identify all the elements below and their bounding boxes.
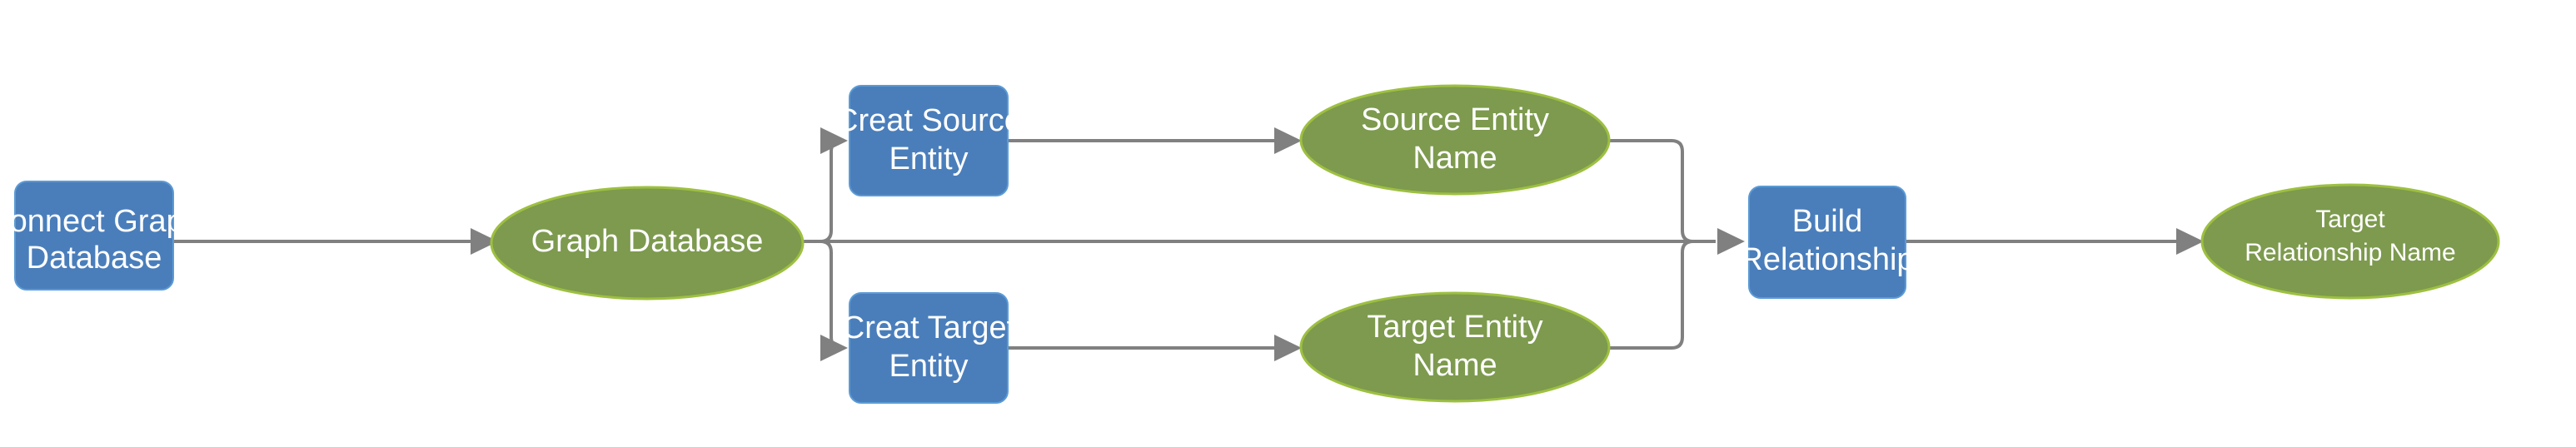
node-label-creat-source-entity-line1: Creat Source xyxy=(835,103,1022,138)
node-source-entity-name[interactable]: Source Entity Name xyxy=(1299,84,1611,196)
node-label-creat-source-entity-line2: Entity xyxy=(889,142,968,176)
node-label-creat-target-entity-line1: Creat Target xyxy=(842,310,1016,345)
arrow-head-icon xyxy=(471,228,498,255)
node-label-target-relationship-name-line2: Relationship Name xyxy=(2245,239,2455,266)
arrow-head-icon xyxy=(1717,228,1745,255)
node-shape-rounded-rect[interactable] xyxy=(1748,186,1906,299)
node-shape-ellipse[interactable] xyxy=(1299,84,1611,196)
node-graph-database[interactable]: Graph Database xyxy=(490,186,805,300)
arrow-head-icon xyxy=(820,127,848,154)
edge-connect-graph-database-to-graph-database xyxy=(173,228,498,255)
node-label-target-entity-name-line2: Name xyxy=(1413,348,1497,383)
node-label-connect-graph-database-line2: Database xyxy=(27,241,162,276)
arrow-head-icon xyxy=(1274,335,1302,361)
edge-creat-source-entity-to-source-entity-name xyxy=(1008,127,1302,154)
node-shape-rounded-rect[interactable] xyxy=(14,181,174,291)
node-shape-ellipse[interactable] xyxy=(1299,291,1611,403)
node-label-graph-database: Graph Database xyxy=(531,224,764,259)
node-target-relationship-name[interactable]: Target Relationship Name xyxy=(2200,183,2500,300)
arrow-head-icon xyxy=(820,335,848,361)
edge-source-entity-name-to-build-relationship xyxy=(1609,139,1716,243)
node-creat-source-entity[interactable]: Creat Source Entity xyxy=(835,85,1022,196)
edge-graph-database-to-creat-target-entity xyxy=(804,240,848,361)
edge-target-entity-name-to-build-relationship xyxy=(1609,240,1716,350)
node-shape-ellipse[interactable] xyxy=(490,186,805,300)
node-label-source-entity-name-line2: Name xyxy=(1413,141,1497,176)
node-target-entity-name[interactable]: Target Entity Name xyxy=(1299,291,1611,403)
node-label-target-entity-name-line1: Target Entity xyxy=(1367,310,1542,345)
edge-graph-database-to-creat-source-entity xyxy=(804,127,848,243)
node-connect-graph-database[interactable]: Connect Graph Database xyxy=(0,181,202,291)
arrow-head-icon xyxy=(2176,228,2204,255)
arrow-head-icon xyxy=(1274,127,1302,154)
node-label-target-relationship-name-line1: Target xyxy=(2315,206,2385,233)
node-label-build-relationship-line2: Relationship xyxy=(1740,242,1914,277)
node-creat-target-entity[interactable]: Creat Target Entity xyxy=(842,292,1016,404)
node-label-creat-target-entity-line2: Entity xyxy=(889,349,968,384)
node-build-relationship[interactable]: Build Relationship xyxy=(1740,186,1915,299)
connector-layer xyxy=(173,127,2204,361)
node-shape-ellipse[interactable] xyxy=(2200,183,2500,300)
edge-creat-target-entity-to-target-entity-name xyxy=(1008,335,1302,361)
node-shape-rounded-rect[interactable] xyxy=(849,292,1009,404)
node-shape-rounded-rect[interactable] xyxy=(849,85,1009,196)
edge-build-relationship-to-target-relationship-name xyxy=(1906,228,2204,255)
node-label-build-relationship-line1: Build xyxy=(1792,204,1863,239)
node-label-connect-graph-database-line1: Connect Graph xyxy=(0,204,202,239)
edge-graph-database-to-build-relationship xyxy=(804,228,1745,255)
node-label-source-entity-name-line1: Source Entity xyxy=(1361,102,1549,137)
